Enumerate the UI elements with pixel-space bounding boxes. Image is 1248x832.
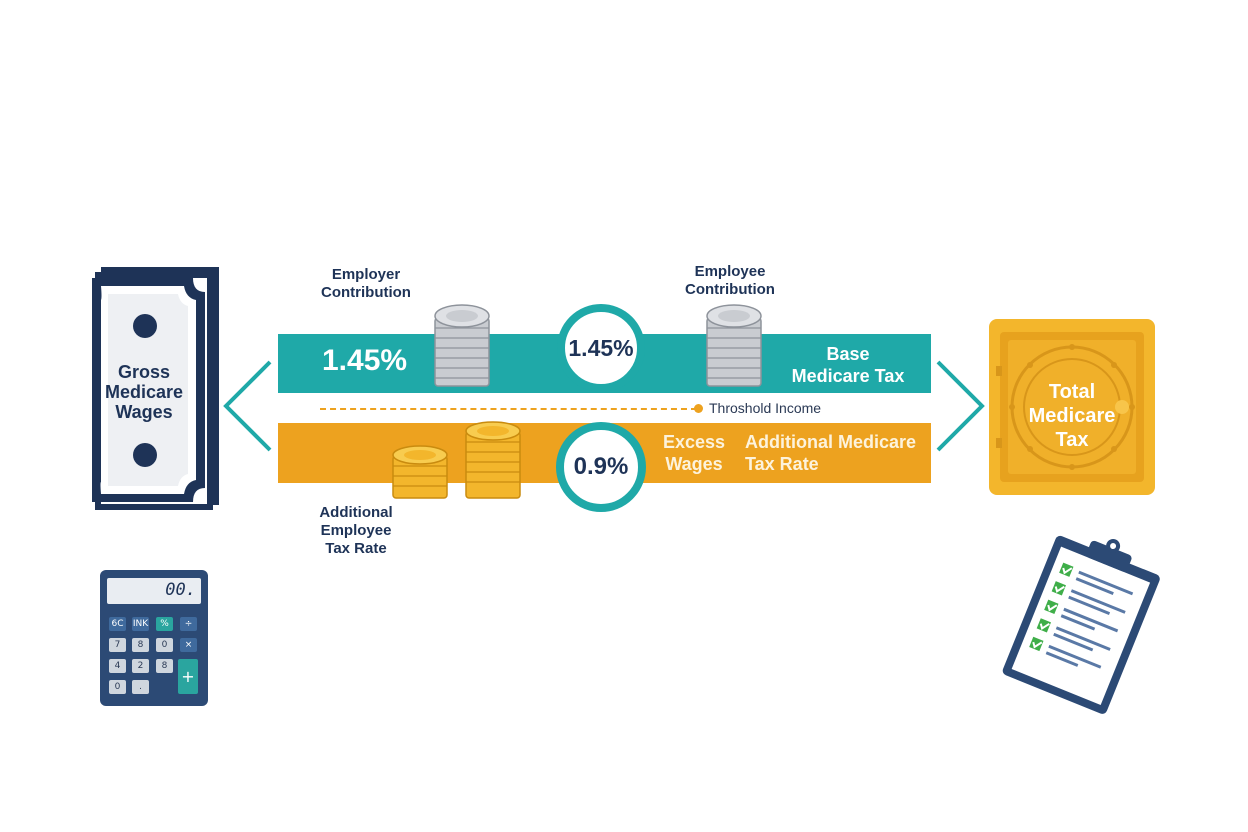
excess-wages-label: Excess Wages — [662, 432, 726, 474]
base-medicare-tax-label: Base Medicare Tax — [791, 344, 905, 386]
calculator-key: 2 — [132, 659, 149, 673]
calculator-key: 7 — [109, 638, 126, 652]
calculator-key: 0 — [109, 680, 126, 694]
employee-contribution-label: Employee Contribution — [685, 263, 775, 298]
calculator-key: 8 — [132, 638, 149, 652]
safe-icon — [989, 319, 1155, 495]
gold-coin-stack-icon — [392, 445, 448, 499]
calculator-key: 6C — [109, 617, 126, 631]
calculator-key: INK — [132, 617, 149, 631]
left-chevron-icon — [223, 360, 272, 452]
threshold-label: Throshold Income — [709, 400, 822, 416]
total-medicare-tax-label: Total Medicare Tax — [1028, 381, 1116, 451]
calculator-key: . — [132, 680, 149, 694]
calculator-key: 4 — [109, 659, 126, 673]
calculator-key: × — [180, 638, 197, 652]
calculator-key: ÷ — [180, 617, 197, 631]
calculator-key: % — [156, 617, 173, 631]
calculator-key: 8 — [156, 659, 173, 673]
calculator-key: + — [178, 659, 198, 694]
threshold-dot — [694, 404, 703, 413]
additional-rate-circle: 0.9% — [556, 422, 646, 512]
right-chevron-icon — [936, 360, 985, 452]
calculator-key: 0 — [156, 638, 173, 652]
base-rate-circle: 1.45% — [557, 304, 645, 392]
threshold-line — [320, 408, 697, 410]
gross-wages-label: Gross Medicare Wages — [104, 362, 184, 422]
cash-stack-icon — [92, 267, 219, 510]
calculator-display: 00. — [165, 580, 196, 600]
silver-coin-stack-icon — [434, 304, 490, 387]
employer-rate: 1.45% — [322, 344, 408, 377]
employer-contribution-label: Employer Contribution — [321, 266, 411, 301]
additional-medicare-rate-label: Additional Medicare Tax Rate — [745, 432, 917, 474]
silver-coin-stack-icon — [706, 304, 762, 387]
gold-coin-stack-icon — [465, 421, 521, 499]
additional-employee-tax-rate-label: Additional Employee Tax Rate — [319, 504, 393, 557]
clipboard-checklist-icon — [1002, 535, 1160, 714]
